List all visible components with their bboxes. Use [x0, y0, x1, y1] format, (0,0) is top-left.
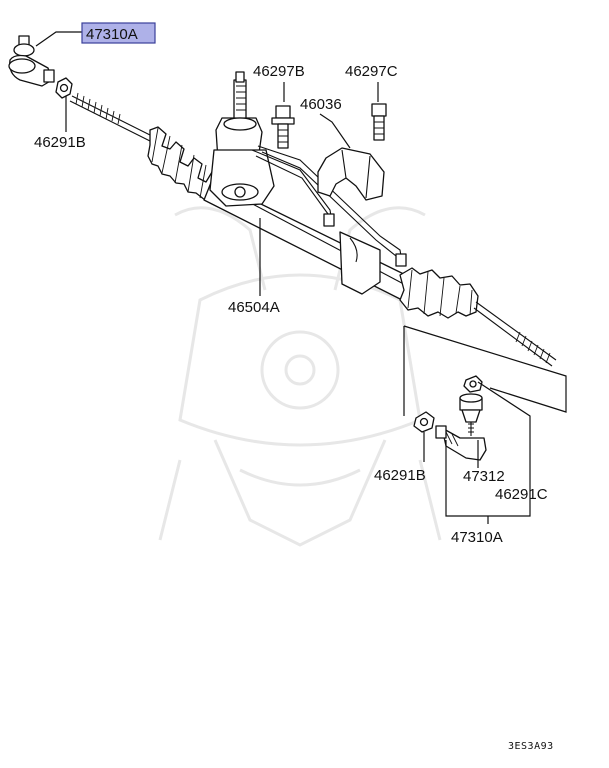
label-bracket[interactable]: 46036: [300, 96, 342, 113]
nut-left: [55, 77, 73, 99]
label-bolt-a[interactable]: 46297B: [253, 63, 305, 80]
label-bolt-b[interactable]: 46297C: [345, 63, 398, 80]
nut-top-46291c: [463, 375, 483, 393]
diagram-code: 3ES3A93: [508, 741, 554, 752]
leader-lines: [35, 31, 567, 524]
boot-47312: [459, 393, 483, 436]
bolt-46297b: [271, 105, 295, 149]
label-nut-top[interactable]: 46291C: [495, 486, 548, 503]
bolt-46297c: [371, 103, 387, 141]
label-boot[interactable]: 47312: [463, 468, 505, 485]
left-tie-rod-end: [8, 35, 55, 87]
right-tie-rod-end: [435, 425, 487, 461]
mounting-bracket: [317, 147, 385, 201]
label-gear-box[interactable]: 46504A: [228, 299, 280, 316]
label-highlighted-tie-rod-end[interactable]: 47310A: [86, 26, 138, 43]
rack-shaft: [69, 92, 557, 367]
label-nut-right[interactable]: 46291B: [374, 467, 426, 484]
nut-right-46291b: [413, 411, 435, 433]
label-tie-rod-end-set[interactable]: 47310A: [451, 529, 503, 546]
housing-mount: [339, 231, 381, 295]
highlighted-callout-box: [81, 22, 156, 44]
pinion-housing: [209, 71, 407, 267]
label-nut-left[interactable]: 46291B: [34, 134, 86, 151]
